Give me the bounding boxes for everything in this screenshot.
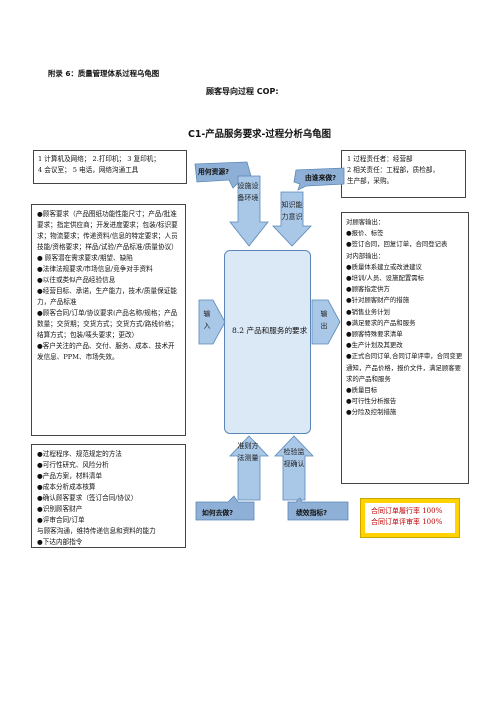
output-item: ●正式合同订单,合同订单评审，合同变更通知，产品价格，报价文件，满足顾客要求的产… xyxy=(346,352,463,383)
resources-line: 4 会议室； 5 电话，网络沟通工具 xyxy=(38,166,139,174)
method-item: ●评审合同/订单 xyxy=(37,516,85,524)
criteria-label-text: 准则方法测量 xyxy=(237,442,259,462)
method-item: ●产品方案，材料清单 xyxy=(37,472,103,480)
resources-line: 1 计算机及网络； 2.打印机； 3 复印机； xyxy=(38,155,160,163)
how-callout-shape xyxy=(195,495,255,521)
with-what-callout: 用何资源? xyxy=(198,168,230,176)
input-arrow xyxy=(198,299,226,345)
input-item: ●以往或类似产品经验信息 xyxy=(37,276,116,284)
how-callout: 如何去做? xyxy=(202,509,234,517)
criteria-arrow xyxy=(229,435,269,501)
by-whom-callout: 由谁来做? xyxy=(305,174,337,182)
output-item: ●质量体系建立或改进建议 xyxy=(346,262,422,271)
diagram-title: C1-产品服务要求-过程分析乌龟图 xyxy=(188,129,332,140)
output-item: ●满足要求的产品和服务 xyxy=(346,318,416,327)
output-item: ●生产计划及其更改 xyxy=(346,341,403,350)
method-box: ●过程程序、规范规定的方法 ●可行性研究、风险分析 ●产品方案，材料清单 ●成本… xyxy=(31,444,186,548)
process-center-label: 8.2 产品和服务的要求 xyxy=(232,326,308,335)
metrics-box: 合同订单履行率 100% 合同订单评审率 100% xyxy=(360,498,460,538)
process-title: 顾客导向过程 COP: xyxy=(206,87,279,96)
with-what-callout-shape xyxy=(194,161,252,189)
output-arrow xyxy=(311,299,341,345)
output-item: ●可行性分析报告 xyxy=(346,397,397,406)
check-label-text: 检验监视确认 xyxy=(283,448,305,468)
criteria-label: 准则方法测量 xyxy=(237,440,259,464)
input-item: ●顾客要求（产品图纸功能性能尺寸；产品/批准要求；指定供应商；开发进度要求；包装… xyxy=(37,210,178,251)
input-box: ●顾客要求（产品图纸功能性能尺寸；产品/批准要求；指定供应商；开发进度要求；包装… xyxy=(31,204,186,436)
metric-line: 合同订单评审率 100% xyxy=(371,518,443,526)
performance-callout: 绩效指标? xyxy=(296,509,328,517)
output-item: ●质量目标 xyxy=(346,386,378,395)
by-whom-callout-shape xyxy=(293,167,345,191)
method-item: 与顾客沟通，维持传递信息和资料的能力 xyxy=(37,527,156,535)
method-item: ●过程程序、规范规定的方法 xyxy=(37,450,122,458)
knowledge-arrow xyxy=(272,191,312,247)
appendix-title: 附录 6：质量管理体系过程乌龟图 xyxy=(48,69,160,78)
metrics-inner: 合同订单履行率 100% 合同订单评审率 100% xyxy=(365,503,455,533)
process-center-box: 8.2 产品和服务的要求 xyxy=(224,250,311,434)
output-label: 输出 xyxy=(318,308,330,332)
check-label: 检验监视确认 xyxy=(283,446,305,470)
method-item: ●可行性研究、风险分析 xyxy=(37,461,109,469)
output-item: ●针对顾客财产的措施 xyxy=(346,296,410,305)
input-item: ●顾客合同/订单/协议要求(产品名称/规格；产品数量；交货期；交货方式；交货方式… xyxy=(37,309,178,339)
input-item: ●经营目标、承诺，生产能力，技术/质量保证能力，产品标准 xyxy=(37,287,177,306)
equipment-arrow xyxy=(229,175,269,247)
metric-line: 合同订单履行率 100% xyxy=(371,507,443,515)
input-label: 输入 xyxy=(201,308,213,332)
performance-callout-shape xyxy=(287,497,349,521)
output-item: ●签订合同，回复订单，合同登记表 xyxy=(346,240,448,249)
output-item: ●顾客特殊要求清单 xyxy=(346,330,403,339)
responsibility-line: 生产部，采购。 xyxy=(347,177,394,185)
output-item: ●顾客指定供方 xyxy=(346,285,390,294)
knowledge-label: 知识能力意识 xyxy=(281,199,303,223)
method-item: ●下达内部指令 xyxy=(37,538,83,546)
equipment-label: 设施设备环境 xyxy=(237,180,259,204)
equipment-label-text: 设施设备环境 xyxy=(237,182,259,202)
output-item: ●培训/人员、设施配置需标 xyxy=(346,274,425,283)
method-item: ●识别顾客财产 xyxy=(37,505,83,513)
output-item: ●分险及控制措施 xyxy=(346,408,397,417)
responsibility-box: 1 过程责任者：经营部 2 相关责任：工程部，质检部， 生产部，采购。 xyxy=(341,150,466,198)
input-item: ●客户关注的产品、交付、服务、成本、技术开发信息、PPM、市场失效。 xyxy=(37,342,175,361)
resources-box: 1 计算机及网络； 2.打印机； 3 复印机； 4 会议室； 5 电话，网络沟通… xyxy=(33,150,187,184)
output-box: 对顾客输出： ●报价、标签 ●签订合同，回复订单，合同登记表 对内部输出： ●质… xyxy=(341,212,469,484)
method-item: ●成本分析成本核算 xyxy=(37,483,96,491)
responsibility-line: 1 过程责任者：经营部 xyxy=(347,155,413,163)
input-item: ●法律法规要求/市场信息/竞争对手资料 xyxy=(37,265,153,273)
knowledge-label-text: 知识能力意识 xyxy=(281,201,303,221)
input-item: ● 顾客潜在需求要求/期望、缺陷 xyxy=(37,254,133,262)
output-label-text: 输出 xyxy=(320,310,328,330)
output-item: ●销售业务计划 xyxy=(346,307,390,316)
method-item: ●确认顾客要求（签订合同/协议） xyxy=(37,494,138,502)
output-item: 对顾客输出： xyxy=(346,218,385,226)
output-item: ●报价、标签 xyxy=(346,229,384,238)
check-arrow xyxy=(274,435,314,501)
output-item: 对内部输出： xyxy=(346,251,385,260)
responsibility-line: 2 相关责任：工程部，质检部， xyxy=(347,166,440,174)
input-label-text: 输入 xyxy=(203,310,211,330)
